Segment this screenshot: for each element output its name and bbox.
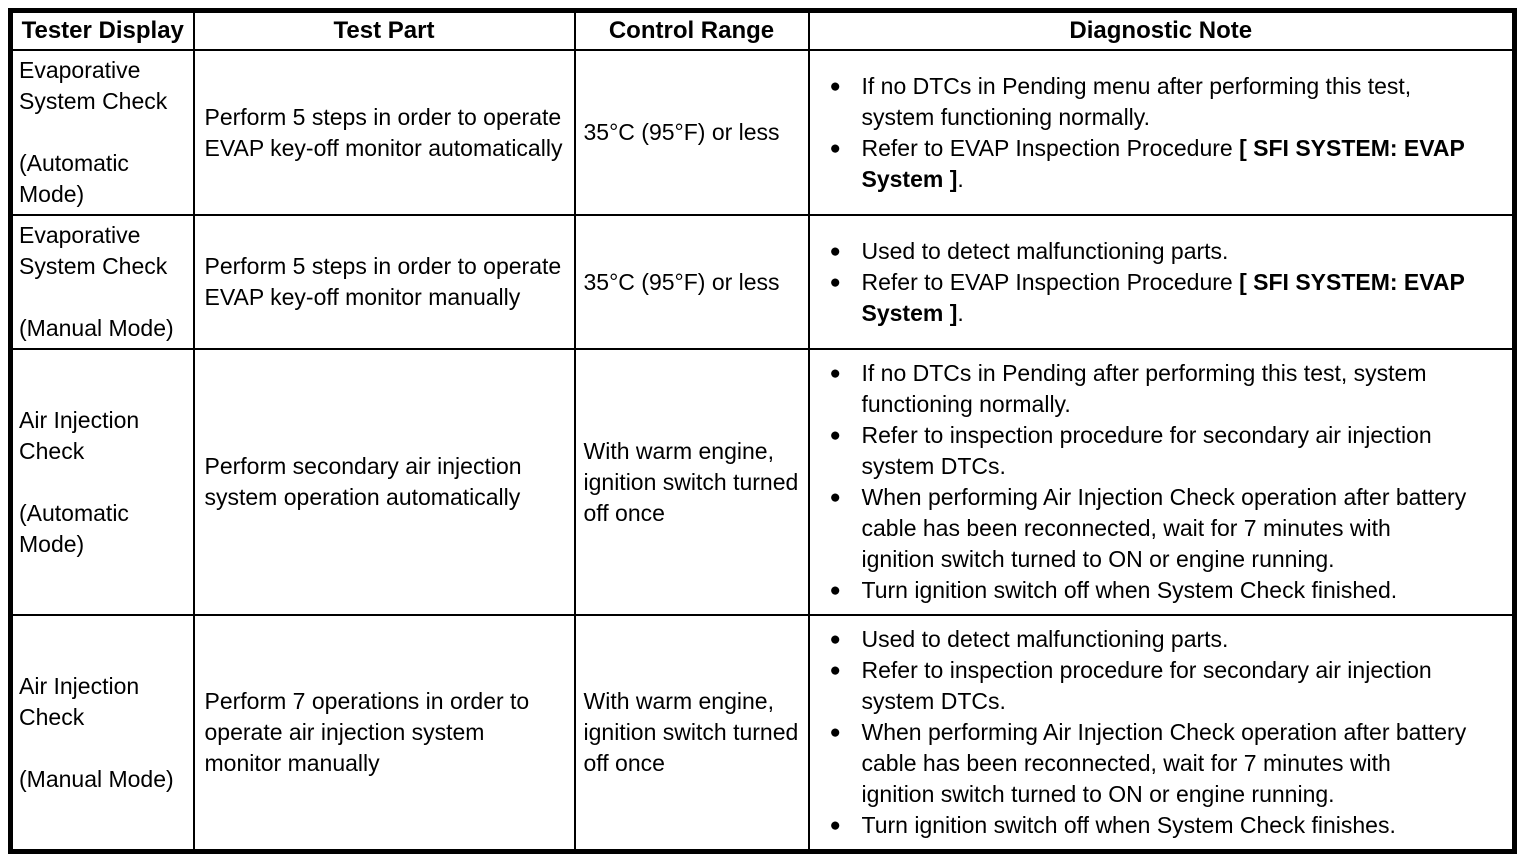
control-range-cell: 35°C (95°F) or less — [573, 214, 810, 350]
diagnostic-table: Tester Display Test Part Control Range D… — [8, 8, 1517, 854]
note-text: Refer to inspection procedure for second… — [862, 655, 1471, 717]
note-item: ● Used to detect malfunctioning parts. — [830, 624, 1471, 655]
note-text-segment: Refer to inspection procedure for second… — [861, 422, 1432, 479]
tester-display-name: Air Injection Check — [19, 406, 140, 464]
header-control-range: Control Range — [573, 9, 810, 51]
note-item: ● Turn ignition switch off when System Ch… — [830, 810, 1471, 841]
note-text: Refer to inspection procedure for second… — [862, 420, 1471, 482]
bullet-icon: ● — [829, 580, 841, 601]
note-item: ● If no DTCs in Pending after performing … — [830, 358, 1471, 420]
note-item: ● When performing Air Injection Check ope… — [830, 717, 1471, 810]
control-range-cell: With warm engine, ignition switch turned… — [573, 614, 810, 853]
diagnostic-note-cell: ● Used to detect malfunctioning parts. ● Re… — [807, 614, 1516, 853]
note-text-segment: Used to detect malfunctioning parts. — [861, 626, 1229, 652]
test-part-cell: Perform 5 steps in order to operate EVAP… — [192, 214, 576, 350]
note-text-segment: Used to detect malfunctioning parts. — [861, 237, 1229, 264]
control-range-cell: With warm engine, ignition switch turned… — [573, 348, 810, 616]
bullet-icon: ● — [829, 629, 841, 650]
header-tester-display: Tester Display — [9, 9, 195, 51]
test-part-cell: Perform 7 operations in order to operate… — [192, 614, 576, 853]
tester-display-name: Evaporative System Check — [19, 57, 168, 114]
note-text-segment: Refer to EVAP Inspection Procedure — [861, 134, 1240, 161]
header-test-part: Test Part — [192, 9, 576, 51]
bullet-icon: ● — [829, 815, 841, 836]
note-item: ● Refer to EVAP Inspection Procedure [ SF… — [830, 133, 1471, 195]
table-body: Evaporative System Check (Automatic Mode)… — [9, 49, 1516, 853]
note-text-segment: Turn ignition switch off when System Che… — [861, 812, 1396, 838]
note-text-segment: If no DTCs in Pending menu after perform… — [861, 72, 1412, 130]
document-page: Tester Display Test Part Control Range D… — [8, 8, 1517, 854]
note-text-bold-segment: [ SFI SYSTEM: EVAP System ] — [861, 134, 1465, 192]
tester-display-name: Evaporative System Check — [19, 222, 168, 279]
bullet-icon: ● — [829, 271, 841, 293]
header-diagnostic-note: Diagnostic Note — [807, 9, 1516, 51]
note-text: Used to detect malfunctioning parts. — [862, 624, 1471, 655]
tester-display-mode: (Manual Mode) — [19, 765, 174, 792]
bullet-icon: ● — [829, 137, 841, 159]
bullet-icon: ● — [829, 75, 841, 97]
tester-display-cell: Air Injection Check (Automatic Mode) — [9, 348, 195, 616]
control-range-cell: 35°C (95°F) or less — [573, 49, 810, 216]
tester-display-cell: Air Injection Check (Manual Mode) — [9, 614, 195, 853]
bullet-icon: ● — [829, 487, 841, 508]
tester-display-cell: Evaporative System Check (Manual Mode) — [9, 214, 195, 350]
note-item: ● Refer to EVAP Inspection Procedure [ SF… — [830, 267, 1471, 329]
note-text-segment: If no DTCs in Pending after performing t… — [861, 360, 1427, 417]
note-item: ● Used to detect malfunctioning parts. — [830, 236, 1471, 267]
note-text-segment: When performing Air Injection Check oper… — [861, 719, 1467, 807]
note-text-segment: Turn ignition switch off when System Che… — [861, 577, 1398, 603]
note-text-segment: . — [957, 165, 964, 192]
note-text: If no DTCs in Pending after performing t… — [862, 358, 1471, 420]
table-header-row: Tester Display Test Part Control Range D… — [9, 9, 1516, 51]
note-text: Turn ignition switch off when System Che… — [862, 575, 1471, 606]
tester-display-mode: (Automatic Mode) — [19, 150, 129, 207]
tester-display-name: Air Injection Check — [19, 672, 140, 730]
note-item: ● If no DTCs in Pending menu after perfor… — [830, 71, 1471, 133]
note-text-segment: Refer to inspection procedure for second… — [861, 657, 1432, 714]
note-text: Used to detect malfunctioning parts. — [862, 236, 1471, 267]
table-row: Evaporative System Check (Manual Mode) Per… — [9, 214, 1516, 350]
note-item: ● Refer to inspection procedure for secon… — [830, 420, 1471, 482]
diagnostic-note-cell: ● If no DTCs in Pending after performing … — [807, 348, 1516, 616]
note-text: If no DTCs in Pending menu after perform… — [862, 71, 1471, 133]
bullet-icon: ● — [829, 722, 841, 743]
tester-display-cell: Evaporative System Check (Automatic Mode) — [9, 49, 195, 216]
diagnostic-note-cell: ● Used to detect malfunctioning parts. ● Re… — [807, 214, 1516, 350]
note-text-segment: Refer to EVAP Inspection Procedure — [861, 268, 1240, 295]
table-row: Air Injection Check (Automatic Mode) Perfo… — [9, 348, 1516, 616]
note-text: Refer to EVAP Inspection Procedure [ SFI… — [862, 133, 1471, 195]
note-text-segment: . — [957, 299, 964, 326]
note-item: ● When performing Air Injection Check ope… — [830, 482, 1471, 575]
bullet-icon: ● — [829, 425, 841, 446]
note-item: ● Refer to inspection procedure for secon… — [830, 655, 1471, 717]
test-part-cell: Perform 5 steps in order to operate EVAP… — [192, 49, 576, 216]
table-row: Air Injection Check (Manual Mode) Perform … — [9, 614, 1516, 853]
tester-display-mode: (Automatic Mode) — [19, 499, 129, 557]
bullet-icon: ● — [829, 240, 841, 262]
note-text-bold-segment: [ SFI SYSTEM: EVAP System ] — [861, 268, 1465, 326]
tester-display-mode: (Manual Mode) — [19, 315, 174, 341]
note-text: Turn ignition switch off when System Che… — [862, 810, 1471, 841]
note-item: ● Turn ignition switch off when System Ch… — [830, 575, 1471, 606]
note-text-segment: When performing Air Injection Check oper… — [861, 484, 1467, 572]
test-part-cell: Perform secondary air injection system o… — [192, 348, 576, 616]
bullet-icon: ● — [829, 363, 841, 384]
bullet-icon: ● — [829, 660, 841, 681]
diagnostic-note-cell: ● If no DTCs in Pending menu after perfor… — [807, 49, 1516, 216]
note-text: Refer to EVAP Inspection Procedure [ SFI… — [862, 267, 1471, 329]
note-text: When performing Air Injection Check oper… — [862, 482, 1471, 575]
note-text: When performing Air Injection Check oper… — [862, 717, 1471, 810]
table-row: Evaporative System Check (Automatic Mode)… — [9, 49, 1516, 216]
